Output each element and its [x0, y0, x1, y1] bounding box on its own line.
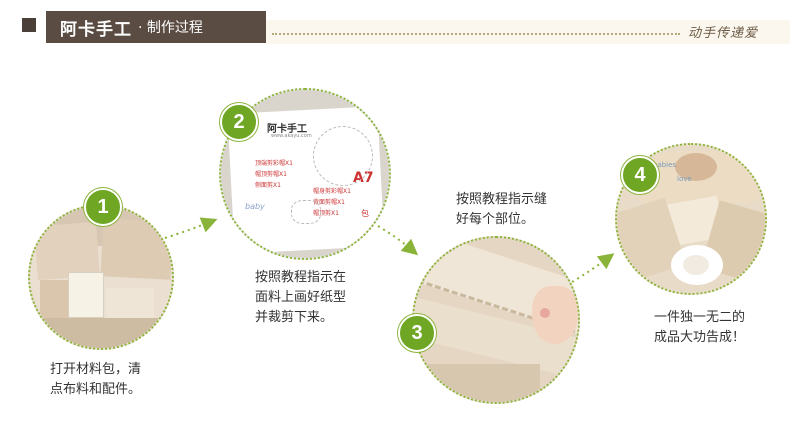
step-1-caption: 打开材料包，清 点布料和配件。	[50, 362, 142, 397]
blanket-label-babies: babies	[653, 161, 677, 169]
pattern-notes-left: 顶端剪彩帽X1 帽顶剪帽X1 侧面剪X1	[255, 160, 293, 189]
arrow-1-to-2	[164, 217, 218, 239]
header-dotted-line	[272, 33, 680, 35]
step-1-photo	[28, 204, 174, 350]
pattern-logo: 阿卡手工	[267, 124, 307, 135]
step-3-caption: 按照教程指示缝 好每个部位。	[456, 192, 548, 227]
pattern-suffix: 包	[361, 209, 369, 218]
step-4-badge: 4	[621, 156, 659, 194]
header-banner: 阿卡手工 · 制作过程	[46, 11, 266, 43]
section-subtitle: · 制作过程	[138, 20, 203, 36]
step-2-caption: 按照教程指示在 面料上画好纸型 并裁剪下来。	[255, 270, 347, 325]
step-1-badge: 1	[84, 188, 122, 226]
pattern-baby-text: baby	[245, 202, 265, 211]
step-3-photo	[412, 236, 580, 404]
header-slogan: 动手传递爱	[688, 26, 759, 41]
header-strip	[266, 20, 790, 44]
blanket-label-love: love	[677, 175, 692, 183]
pattern-site: www.akayu.com	[271, 133, 312, 139]
step-2-badge: 2	[220, 103, 258, 141]
step-4-caption: 一件独一无二的 成品大功告成！	[654, 310, 746, 345]
brand-title: 阿卡手工	[60, 19, 132, 40]
step-3-badge: 3	[398, 314, 436, 352]
pattern-notes-right: 帽身剪彩帽X1 背面剪帽X1 帽顶剪X1	[313, 188, 351, 217]
header-square-icon	[22, 18, 36, 32]
